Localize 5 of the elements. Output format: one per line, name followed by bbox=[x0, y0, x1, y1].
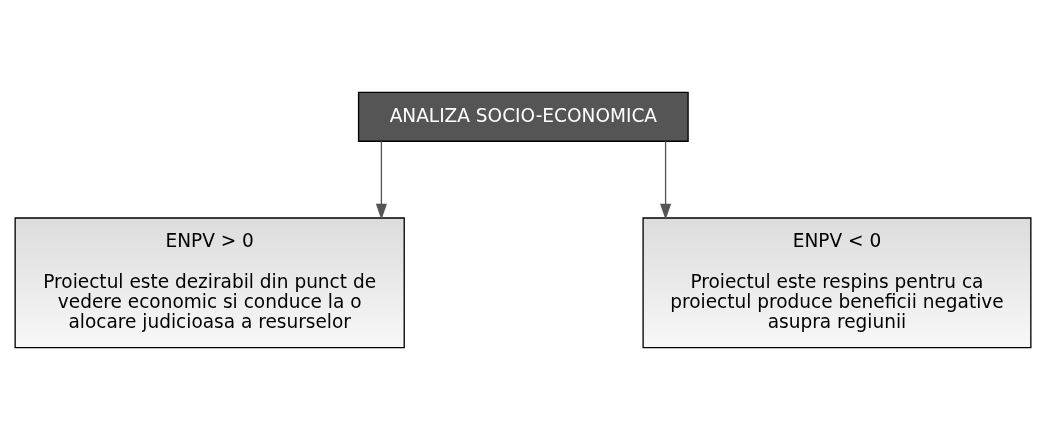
node-box: ANALIZA SOCIO-ECONOMICA bbox=[357, 91, 689, 142]
node-box: ENPV > 0 Proiectul este dezirabil din punct de vedere economic si conduce la o alocare judicioasa a resurselor bbox=[14, 216, 405, 348]
node-box: ENPV < 0 Proiectul este respins pentru ca proiectul produce beneficii negative asupra regiunii bbox=[642, 216, 1032, 348]
arrow bbox=[375, 140, 387, 220]
arrow bbox=[660, 140, 672, 220]
